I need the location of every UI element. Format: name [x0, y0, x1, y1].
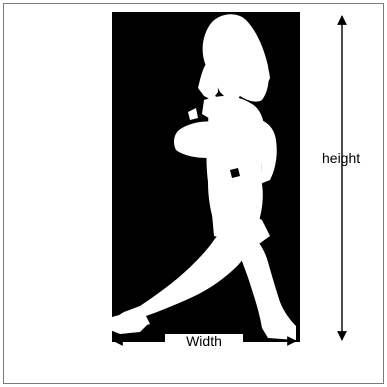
height-label: height — [322, 150, 361, 166]
width-label: Width — [165, 334, 243, 348]
figure-border — [3, 3, 384, 384]
walking-person-silhouette — [110, 14, 296, 340]
